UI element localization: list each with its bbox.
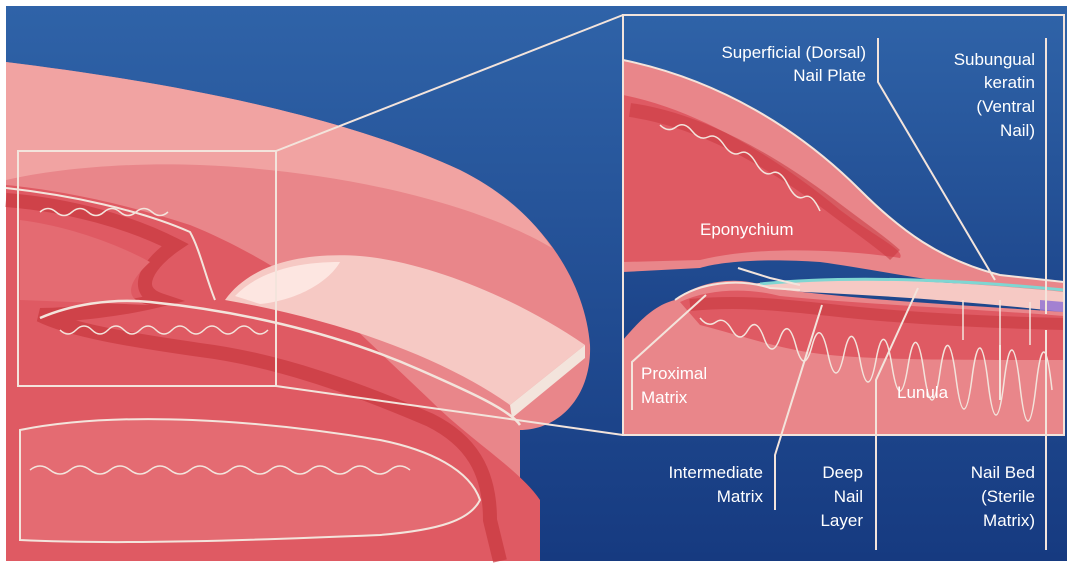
label-intermediate-1: Intermediate (669, 463, 764, 482)
label-intermediate-2: Matrix (717, 487, 764, 506)
label-nailbed-1: Nail Bed (971, 463, 1035, 482)
label-subungual-3: (Ventral (976, 97, 1035, 116)
label-deep-3: Layer (820, 511, 863, 530)
label-deep-1: Deep (822, 463, 863, 482)
label-nailbed-2: (Sterile (981, 487, 1035, 506)
label-subungual-1: Subungual (954, 50, 1035, 69)
label-subungual-4: Nail) (1000, 121, 1035, 140)
label-proximal-1: Proximal (641, 364, 707, 383)
label-eponychium: Eponychium (700, 220, 794, 239)
label-superficial-1: Superficial (Dorsal) (721, 43, 866, 62)
label-proximal-2: Matrix (641, 388, 688, 407)
label-deep-2: Nail (834, 487, 863, 506)
label-subungual-2: keratin (984, 73, 1035, 92)
label-nailbed-3: Matrix) (983, 511, 1035, 530)
label-superficial-2: Nail Plate (793, 66, 866, 85)
label-lunula: Lunula (897, 383, 949, 402)
